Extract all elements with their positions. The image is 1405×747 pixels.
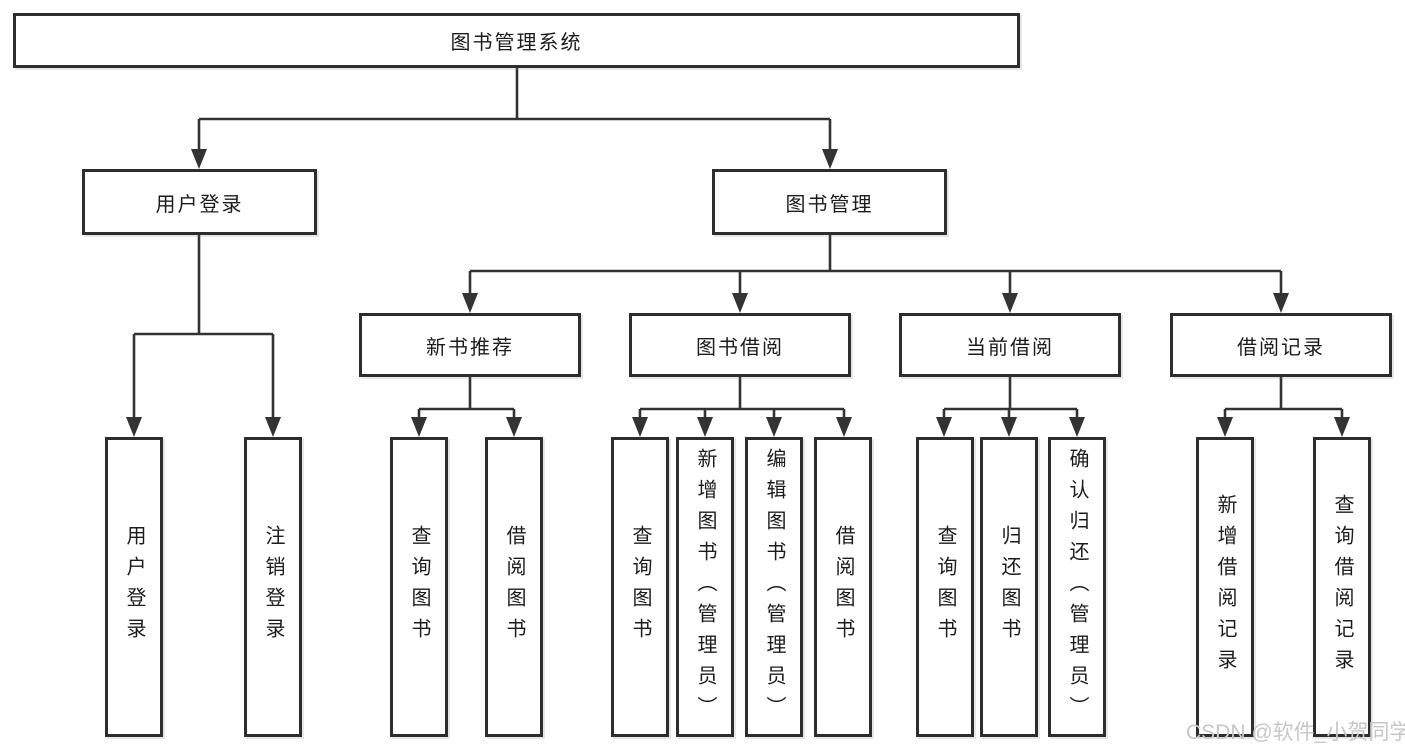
node-borrowing-records-label: 借阅记录 [1237,336,1325,359]
leaf-borrow-books-label: 借阅图书 [832,525,854,649]
leaf-add-books-admin: 新增图书（管理员） [676,437,734,737]
leaf-query-books-recommend-label: 查询图书 [408,525,430,649]
watermark: CSDN @软件_小贺同学 [1186,721,1405,744]
leaf-query-books-recommend: 查询图书 [390,437,448,737]
leaf-user-login-label: 用户登录 [123,525,145,649]
leaf-query-books-borrowing: 查询图书 [611,437,669,737]
leaf-borrow-books: 借阅图书 [814,437,872,737]
leaf-query-borrow-record-label: 查询借阅记录 [1331,494,1353,680]
leaf-return-books: 归还图书 [980,437,1038,737]
leaf-user-login: 用户登录 [105,437,163,737]
node-borrowing-records: 借阅记录 [1170,313,1392,377]
node-root-label: 图书管理系统 [450,32,583,54]
leaf-borrow-books-recommend: 借阅图书 [485,437,543,737]
node-root: 图书管理系统 [13,13,1020,68]
node-book-management-label: 图书管理 [785,193,874,216]
leaf-add-books-admin-label: 新增图书（管理员） [694,447,716,727]
leaf-logout-label: 注销登录 [262,525,284,649]
node-user-login-label: 用户登录 [155,193,244,216]
leaf-add-borrow-record: 新增借阅记录 [1196,437,1254,737]
node-new-book-recommendation: 新书推荐 [359,313,581,377]
node-book-management: 图书管理 [712,169,947,235]
leaf-query-books-current: 查询图书 [916,437,974,737]
leaf-query-books-current-label: 查询图书 [934,525,956,649]
leaf-borrow-books-recommend-label: 借阅图书 [503,525,525,649]
node-new-book-recommendation-label: 新书推荐 [426,336,514,359]
leaf-query-books-borrowing-label: 查询图书 [629,525,651,649]
leaf-add-borrow-record-label: 新增借阅记录 [1214,494,1236,680]
node-user-login: 用户登录 [82,169,317,235]
leaf-logout: 注销登录 [244,437,302,737]
leaf-confirm-return-admin: 确认归还（管理员） [1048,437,1106,737]
leaf-return-books-label: 归还图书 [998,525,1020,649]
node-current-borrowing: 当前借阅 [899,313,1121,377]
leaf-query-borrow-record: 查询借阅记录 [1313,437,1371,737]
node-book-borrowing-label: 图书借阅 [696,336,784,359]
node-book-borrowing: 图书借阅 [629,313,851,377]
leaf-confirm-return-admin-label: 确认归还（管理员） [1066,447,1088,727]
leaf-edit-books-admin: 编辑图书（管理员） [745,437,803,737]
leaf-edit-books-admin-label: 编辑图书（管理员） [763,447,785,727]
node-current-borrowing-label: 当前借阅 [966,336,1054,359]
